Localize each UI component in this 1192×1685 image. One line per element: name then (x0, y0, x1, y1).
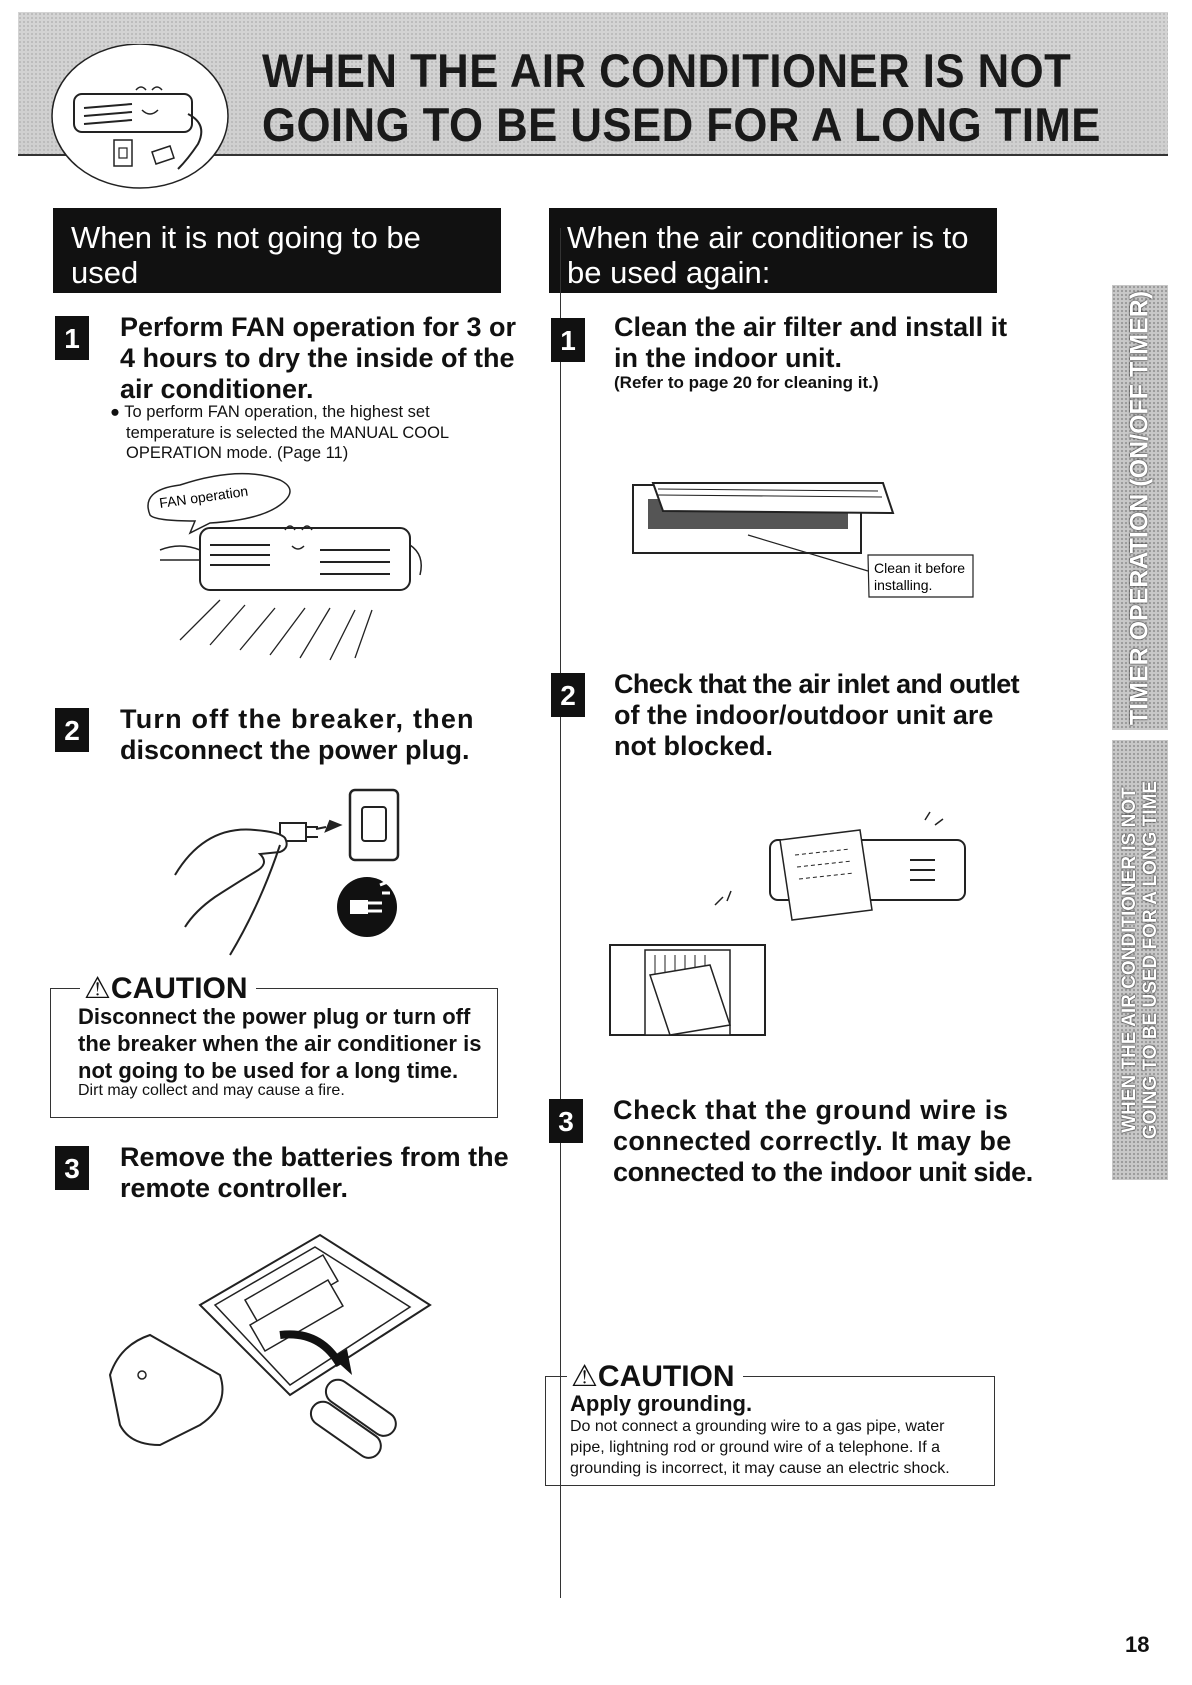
left-step-1-note-line2: temperature is selected the MANUAL COOL (126, 423, 450, 442)
right-step-1-number: 1 (551, 318, 585, 362)
right-caution-small: Do not connect a grounding wire to a gas… (570, 1416, 950, 1479)
left-caution-title-text: CAUTION (110, 972, 248, 1005)
right-caution-small-line2: pipe, lightning rod or ground wire of a … (570, 1439, 941, 1456)
blocked-units-illustration (609, 811, 966, 1036)
left-step-1-title: Perform FAN operation for 3 or 4 hours t… (120, 312, 516, 405)
left-caution-small: Dirt may collect and may cause a fire. (78, 1082, 345, 1099)
right-step-1-note: (Refer to page 20 for cleaning it.) (614, 373, 879, 392)
left-step-1-title-line2: 4 hours to dry the inside of the (120, 343, 515, 373)
left-caution-bold-line3: not going to be used for a long time. (78, 1058, 459, 1083)
left-header-line1: When it is not going to be used (71, 220, 421, 290)
side-tab-timer-label: TIMER OPERATION (ON/OFF TIMER) (1125, 290, 1154, 725)
air-conditioner-unplugged-icon (51, 44, 229, 189)
remote-battery-illustration (108, 1233, 432, 1459)
left-step-1-note: ● To perform FAN operation, the highest … (110, 402, 449, 464)
column-divider (560, 228, 561, 1598)
callout-line1: Clean it before (874, 560, 965, 576)
right-step-2-title-line1: Check that the air inlet and outlet (614, 669, 1020, 699)
left-step-1-note-line3: OPERATION mode. (Page 11) (126, 444, 349, 462)
right-step-3-title-line1: Check that the ground wire is (613, 1095, 1009, 1125)
side-tab-long-time[interactable]: WHEN THE AIR CONDITIONER IS NOT GOING TO… (1112, 740, 1168, 1180)
left-step-2-number: 2 (55, 708, 89, 752)
left-step-2-title: Turn off the breaker, then disconnect th… (120, 704, 475, 766)
unplug-power-illustration (174, 788, 400, 956)
page-title-line2: GOING TO BE USED FOR A LONG TIME (262, 98, 1101, 151)
left-step-3-title: Remove the batteries from the remote con… (120, 1142, 509, 1204)
left-step-1-number: 1 (55, 316, 89, 360)
left-caution-bold-line1: Disconnect the power plug or turn off (78, 1004, 471, 1029)
right-step-3-title: Check that the ground wire is connected … (613, 1095, 1033, 1188)
left-step-2-title-line1: Turn off the breaker, then (120, 704, 475, 734)
left-step-2-title-line2: disconnect the power plug. (120, 735, 470, 765)
left-step-1-note-line1: To perform FAN operation, the highest se… (124, 403, 430, 421)
side-tab-long-time-line1: WHEN THE AIR CONDITIONER IS NOT (1119, 787, 1140, 1133)
right-caution-box (545, 1376, 995, 1486)
right-caution-bold: Apply grounding. (570, 1391, 753, 1416)
left-step-1-title-line1: Perform FAN operation for 3 or (120, 312, 517, 342)
left-header-line2: for a long time: (71, 290, 277, 325)
right-step-2-title-line2: of the indoor/outdoor unit are (614, 700, 994, 730)
bullet-icon: ● (110, 403, 125, 421)
left-caution-bold-line2: the breaker when the air conditioner is (78, 1031, 482, 1056)
right-caution-small-line1: Do not connect a grounding wire to a gas… (570, 1418, 945, 1435)
page-title-line1: WHEN THE AIR CONDITIONER IS NOT (262, 44, 1072, 97)
right-section-header: When the air conditioner is to be used a… (549, 208, 997, 293)
left-caution-bold: Disconnect the power plug or turn off th… (78, 1003, 481, 1084)
page-title: WHEN THE AIR CONDITIONER IS NOT GOING TO… (262, 44, 1101, 152)
warning-triangle-icon: ⚠ (84, 972, 111, 1005)
left-step-3-title-line1: Remove the batteries from the (120, 1142, 509, 1172)
right-step-3-title-line3: connected to the indoor unit side. (613, 1157, 1033, 1187)
right-caution-title-text: CAUTION (597, 1360, 735, 1393)
right-step-3-title-line2: connected correctly. It may be (613, 1126, 1012, 1156)
left-step-3-number: 3 (55, 1146, 89, 1190)
warning-triangle-icon: ⚠ (571, 1360, 598, 1393)
right-header-line1: When the air conditioner is to (567, 220, 969, 255)
left-section-header: When it is not going to be used for a lo… (53, 208, 501, 325)
right-step-2-title: Check that the air inlet and outlet of t… (614, 669, 1020, 762)
page-number: 18 (1125, 1632, 1150, 1657)
left-caution-title: ⚠CAUTION (80, 972, 256, 1006)
right-caution-small-line3: grounding is incorrect, it may cause an … (570, 1460, 950, 1477)
right-caution-title: ⚠CAUTION (567, 1360, 743, 1394)
right-step-1-title: Clean the air filter and install it in t… (614, 312, 1007, 374)
left-step-1-title-line3: air conditioner. (120, 374, 314, 404)
fan-operation-illustration: FAN operation (147, 472, 422, 661)
left-step-3-title-line2: remote controller. (120, 1173, 349, 1203)
right-step-3-number: 3 (549, 1099, 583, 1143)
left-caution-box (50, 988, 498, 1118)
side-tab-long-time-line2: GOING TO BE USED FOR A LONG TIME (1140, 780, 1161, 1140)
right-step-1-title-line2: in the indoor unit. (614, 343, 842, 373)
right-step-2-title-line3: not blocked. (614, 731, 774, 761)
install-filter-illustration: Clean it before installing. (632, 482, 974, 598)
right-header-line2: be used again: (567, 255, 771, 290)
side-tab-long-time-label: WHEN THE AIR CONDITIONER IS NOT GOING TO… (1119, 781, 1161, 1139)
side-tab-timer[interactable]: TIMER OPERATION (ON/OFF TIMER) (1112, 285, 1168, 730)
right-step-1-title-line1: Clean the air filter and install it (614, 312, 1008, 342)
callout-line2: installing. (874, 577, 932, 593)
right-step-2-number: 2 (551, 673, 585, 717)
